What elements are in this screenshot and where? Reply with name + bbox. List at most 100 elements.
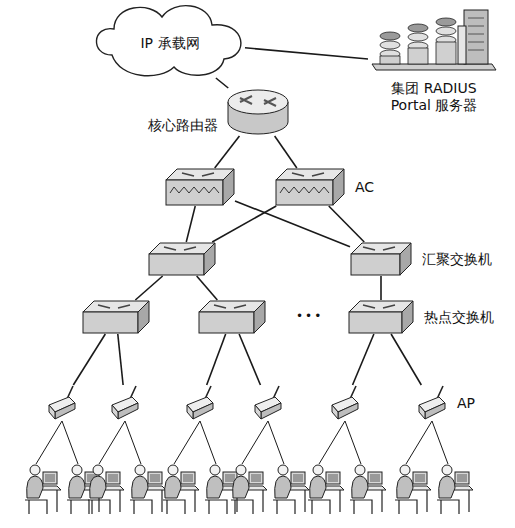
device-label: 热点交换机 bbox=[424, 309, 494, 326]
ap-icon bbox=[330, 385, 360, 421]
server-picture bbox=[372, 10, 496, 70]
user-figure bbox=[231, 465, 267, 514]
ap-icon bbox=[253, 385, 283, 421]
hotspot-switch: 热点交换机 bbox=[348, 300, 414, 334]
network-link bbox=[186, 206, 195, 242]
ac-picture bbox=[276, 169, 344, 205]
node-label: IP 承载网 bbox=[140, 35, 199, 52]
ap-picture bbox=[49, 386, 75, 419]
network-link bbox=[391, 334, 421, 385]
access-point bbox=[253, 385, 283, 421]
hotspot-switch bbox=[82, 300, 150, 334]
device-label: 核心路由器 bbox=[148, 117, 218, 134]
switch-picture bbox=[83, 301, 149, 333]
network-link bbox=[235, 201, 350, 247]
ap-icon bbox=[417, 385, 447, 421]
ap-picture bbox=[255, 386, 281, 419]
switch-icon bbox=[350, 242, 412, 276]
device-label: 集团 RADIUS Portal 服务器 bbox=[378, 80, 490, 114]
switch-icon bbox=[198, 300, 266, 334]
text-holder: IP 承载网 bbox=[140, 35, 199, 52]
wireless-link bbox=[319, 421, 345, 464]
switch-icon bbox=[348, 300, 414, 334]
network-link bbox=[118, 334, 123, 385]
text-holder: 汇聚交换机 bbox=[422, 251, 492, 268]
ap-picture bbox=[419, 386, 445, 419]
server-group: 集团 RADIUS Portal 服务器 bbox=[368, 6, 500, 124]
network-link bbox=[207, 334, 226, 385]
aggregation-switch: 汇聚交换机 bbox=[350, 242, 412, 276]
text-holder: 热点交换机 bbox=[424, 309, 494, 326]
user-figure bbox=[163, 465, 199, 514]
switch-picture bbox=[149, 243, 215, 275]
network-link bbox=[239, 334, 260, 385]
text-holder: 核心路由器 bbox=[148, 117, 218, 134]
ap-picture bbox=[112, 386, 138, 419]
wireless-link bbox=[125, 421, 141, 464]
network-link bbox=[197, 276, 218, 300]
user-figure bbox=[350, 465, 386, 514]
wireless-link bbox=[99, 421, 125, 464]
user-figure bbox=[437, 465, 473, 514]
switch-icon bbox=[82, 300, 150, 334]
wireless-link bbox=[406, 421, 432, 464]
wireless-link bbox=[174, 421, 200, 464]
access-point bbox=[330, 385, 360, 421]
ac-switch bbox=[165, 168, 235, 206]
user-figure bbox=[308, 465, 344, 514]
user-figure bbox=[25, 465, 61, 514]
ac-icon bbox=[165, 168, 235, 206]
wireless-link bbox=[242, 421, 268, 464]
wireless-link bbox=[62, 421, 78, 464]
device-label: 汇聚交换机 bbox=[422, 251, 492, 268]
user-figure bbox=[88, 465, 124, 514]
user-figure bbox=[130, 465, 166, 514]
ap-icon bbox=[185, 385, 215, 421]
network-link bbox=[135, 276, 162, 300]
wireless-link bbox=[200, 421, 216, 464]
network-cloud: IP 承载网 bbox=[95, 4, 245, 78]
network-link bbox=[329, 206, 365, 242]
switch-icon bbox=[148, 242, 216, 276]
user-figure bbox=[395, 465, 431, 514]
ac-switch: AC bbox=[275, 168, 345, 206]
text-holder: 集团 RADIUS Portal 服务器 bbox=[378, 80, 490, 114]
network-link bbox=[212, 206, 276, 242]
server-icon bbox=[368, 6, 500, 76]
network-link bbox=[215, 136, 240, 168]
router-picture bbox=[228, 90, 288, 134]
text-holder: AP bbox=[457, 395, 475, 412]
ap-icon bbox=[47, 385, 77, 421]
switch-picture bbox=[351, 243, 411, 275]
access-point bbox=[185, 385, 215, 421]
wireless-link bbox=[36, 421, 62, 464]
network-link bbox=[353, 334, 374, 385]
device-label: AC bbox=[355, 179, 374, 196]
ap-picture bbox=[187, 386, 213, 419]
core-router: 核心路由器 bbox=[226, 88, 290, 136]
wireless-link bbox=[432, 421, 448, 464]
device-label: AP bbox=[457, 395, 475, 412]
hotspot-switch bbox=[198, 300, 266, 334]
network-link bbox=[73, 334, 105, 385]
text-holder: ••• bbox=[296, 309, 323, 323]
wireless-link bbox=[268, 421, 284, 464]
ac-picture bbox=[166, 169, 234, 205]
ap-picture bbox=[332, 386, 358, 419]
ac-icon bbox=[275, 168, 345, 206]
access-point bbox=[47, 385, 77, 421]
network-link bbox=[275, 136, 297, 168]
text-holder: AC bbox=[355, 179, 374, 196]
switch-picture bbox=[349, 301, 413, 333]
access-point bbox=[110, 385, 140, 421]
wireless-link bbox=[345, 421, 361, 464]
network-link bbox=[245, 48, 368, 59]
access-point: AP bbox=[417, 385, 447, 421]
switch-picture bbox=[199, 301, 265, 333]
network-link bbox=[380, 276, 382, 300]
router-icon bbox=[226, 88, 290, 136]
aggregation-switch bbox=[148, 242, 216, 276]
user-figure bbox=[273, 465, 309, 514]
